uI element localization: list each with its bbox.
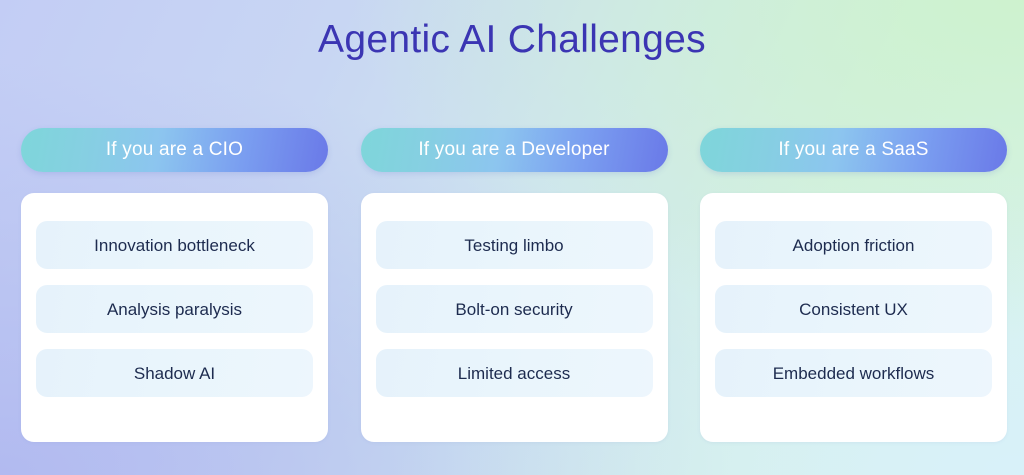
column-header-label: If you are a CIO xyxy=(105,139,244,160)
column-header-label: If you are a Developer xyxy=(418,139,610,160)
challenge-item-label: Adoption friction xyxy=(792,235,915,255)
challenge-card-saas: Adoption friction Consistent UX Embedded… xyxy=(700,193,1007,442)
challenge-item[interactable]: Adoption friction xyxy=(715,221,992,269)
column-cio: If you are a CIO Innovation bottleneck A… xyxy=(21,128,328,442)
columns-container: If you are a CIO Innovation bottleneck A… xyxy=(21,128,1007,442)
challenge-item-label: Shadow AI xyxy=(133,363,216,383)
challenge-item[interactable]: Embedded workflows xyxy=(715,349,992,397)
challenge-item[interactable]: Analysis paralysis xyxy=(36,285,313,333)
column-header-label: If you are a SaaS xyxy=(778,139,929,160)
challenge-item[interactable]: Consistent UX xyxy=(715,285,992,333)
challenge-item-label: Limited access xyxy=(457,363,571,383)
column-header-cio[interactable]: If you are a CIO xyxy=(21,128,328,172)
challenge-item[interactable]: Innovation bottleneck xyxy=(36,221,313,269)
challenge-item[interactable]: Shadow AI xyxy=(36,349,313,397)
challenge-item-label: Bolt-on security xyxy=(455,299,573,319)
column-header-developer[interactable]: If you are a Developer xyxy=(360,128,668,172)
challenge-item-label: Consistent UX xyxy=(799,299,908,319)
page-title: Agentic AI Challenges xyxy=(318,18,706,61)
challenge-item-label: Embedded workflows xyxy=(772,363,935,383)
column-developer: If you are a Developer Testing limbo Bol… xyxy=(360,128,668,442)
column-saas: If you are a SaaS Adoption friction Cons… xyxy=(700,128,1007,442)
challenge-card-developer: Testing limbo Bolt-on security Limited a… xyxy=(360,193,668,442)
challenge-item-label: Innovation bottleneck xyxy=(94,235,255,255)
column-header-saas[interactable]: If you are a SaaS xyxy=(700,128,1007,172)
challenge-item[interactable]: Testing limbo xyxy=(375,221,653,269)
challenge-card-cio: Innovation bottleneck Analysis paralysis… xyxy=(21,193,328,442)
challenge-item-label: Testing limbo xyxy=(464,235,564,255)
challenge-item-label: Analysis paralysis xyxy=(106,299,243,319)
challenge-item[interactable]: Limited access xyxy=(375,349,653,397)
challenge-item[interactable]: Bolt-on security xyxy=(375,285,653,333)
